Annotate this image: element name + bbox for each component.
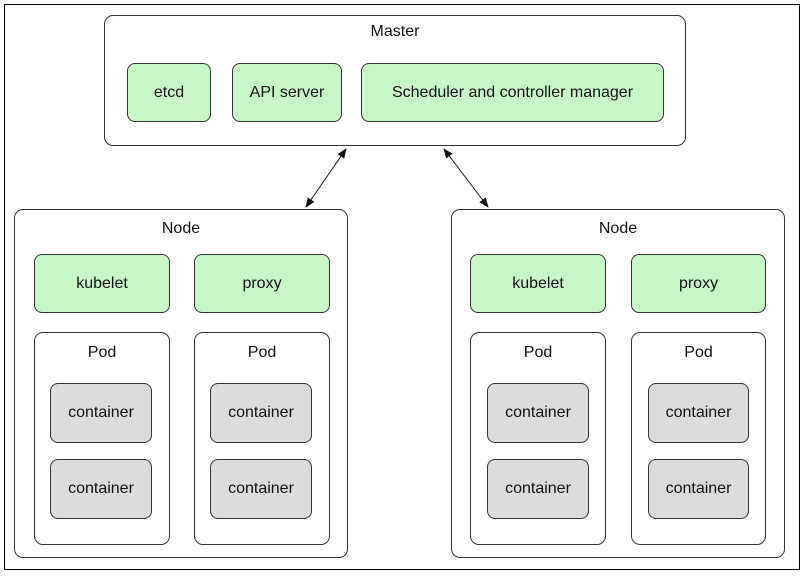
container-1b-2: container [210,459,312,519]
master-title: Master [370,23,420,40]
etcd-component: etcd [127,63,211,122]
container-2a-1: container [487,383,589,443]
container-2b-1: container [648,383,749,443]
node-title-1: Node [161,220,201,237]
node-title-2: Node [598,220,638,237]
pod-box-2b: Pod container container [631,332,766,545]
node-box-1: Node kubelet proxy Pod container contain… [14,209,348,558]
proxy-component-2: proxy [631,254,766,313]
container-1a-2: container [50,459,152,519]
node-box-2: Node kubelet proxy Pod container contain… [451,209,785,558]
container-1b-1: container [210,383,312,443]
pod-title-2a: Pod [523,344,553,361]
pod-box-1b: Pod container container [194,332,330,545]
proxy-component-1: proxy [194,254,330,313]
api-server-component: API server [232,63,342,122]
kubelet-component-2: kubelet [470,254,606,313]
pod-title-2b: Pod [684,344,713,361]
container-1a-1: container [50,383,152,443]
master-node1-arrow [305,148,347,208]
scheduler-controller-component: Scheduler and controller manager [361,63,664,122]
kubelet-component-1: kubelet [34,254,170,313]
pod-box-1a: Pod container container [34,332,170,545]
pod-title-1b: Pod [247,344,277,361]
pod-box-2a: Pod container container [470,332,606,545]
container-2a-2: container [487,459,589,519]
master-box: Master etcd API server Scheduler and con… [104,15,686,146]
container-2b-2: container [648,459,749,519]
pod-title-1a: Pod [87,344,117,361]
master-node2-arrow [443,148,489,208]
